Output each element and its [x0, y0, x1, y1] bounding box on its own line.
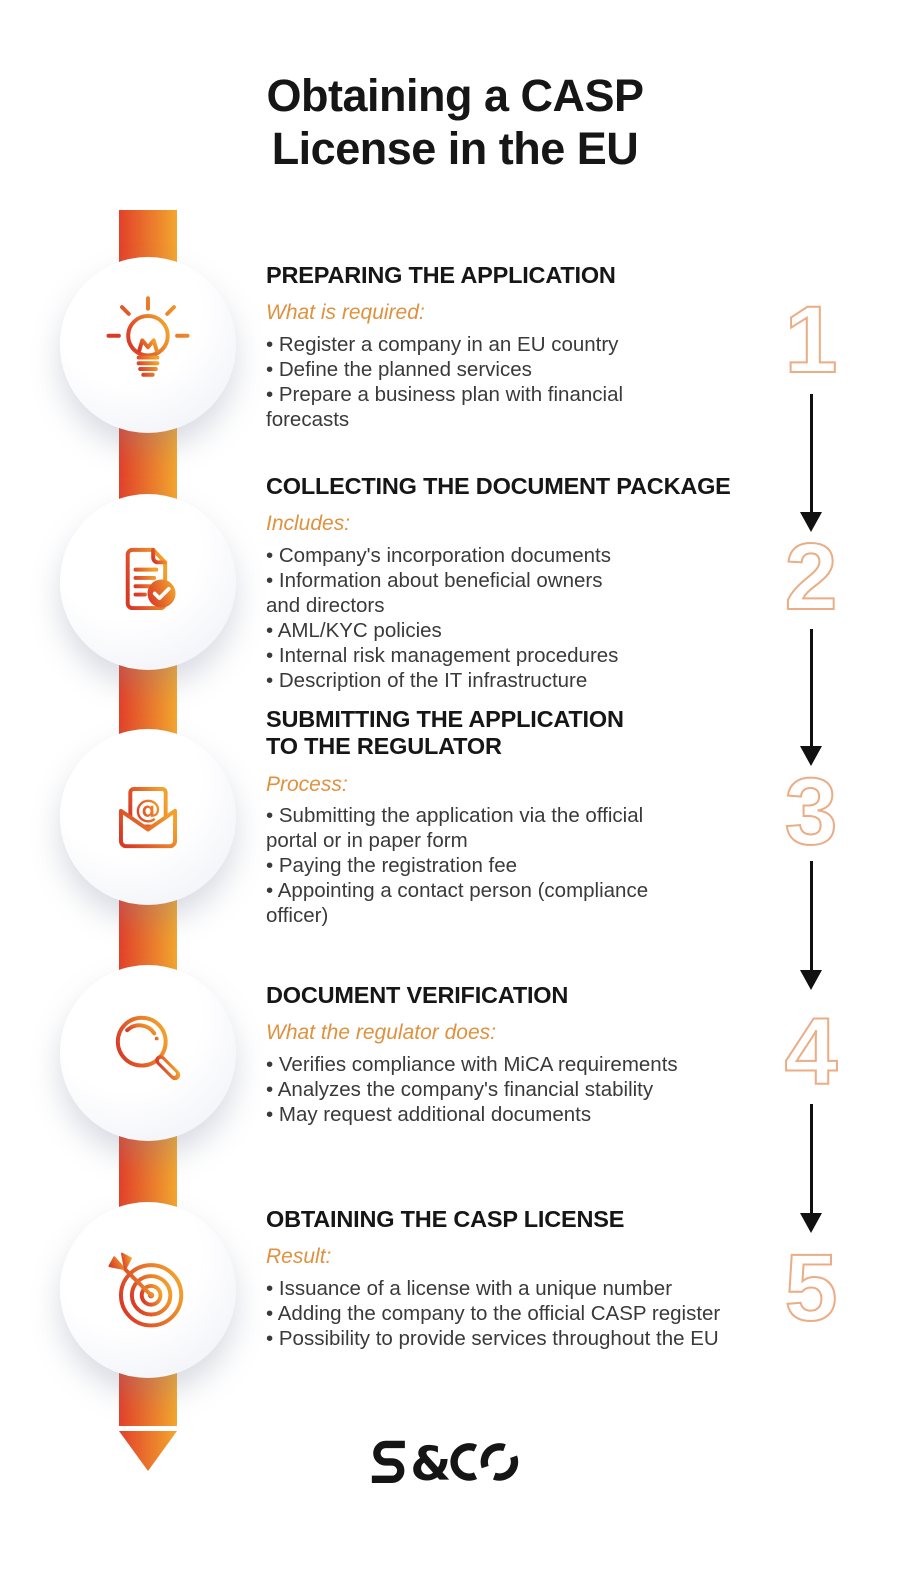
- step-heading-line1: COLLECTING THE DOCUMENT PACKAGE: [266, 473, 731, 499]
- down-arrow-icon: [799, 394, 823, 532]
- step-heading: PREPARING THE APPLICATION: [266, 262, 771, 289]
- logo-letter-o: [480, 1443, 519, 1481]
- step-bullet-line: • Register a company in an EU country: [266, 332, 619, 356]
- step-bullet-line: portal or in paper form: [266, 829, 468, 853]
- step-subtitle: Includes:: [266, 512, 351, 536]
- step-number: 4: [784, 999, 839, 1105]
- step-content: DOCUMENT VERIFICATION What the regulator…: [266, 982, 771, 1127]
- step-bullet-line: • Adding the company to the official CAS…: [266, 1301, 721, 1325]
- down-arrow-icon: [799, 629, 823, 766]
- step-icon-circle: [60, 965, 236, 1141]
- step-bullet-line: and directors: [266, 593, 385, 617]
- step-bullet-line: • Paying the registration fee: [266, 854, 518, 878]
- step-heading-line2: TO THE REGULATOR: [266, 733, 502, 760]
- step-subtitle: What is required:: [266, 301, 425, 325]
- step-bullet-line: • Description of the IT infrastructure: [266, 668, 588, 692]
- step-icon-circle: [60, 257, 236, 433]
- step-number: 5: [784, 1235, 839, 1341]
- page-title-line2: License in the EU: [271, 122, 639, 174]
- envelope-at-icon: @: [96, 763, 200, 872]
- step-icon-circle: @: [60, 729, 236, 905]
- step-bullet-line: forecasts: [266, 407, 350, 431]
- step-bullets: • Issuance of a license with a unique nu…: [266, 1276, 771, 1351]
- logo-letter-c: [450, 1443, 478, 1481]
- step-heading: DOCUMENT VERIFICATION: [266, 982, 771, 1009]
- step-bullet-line: officer): [266, 904, 329, 928]
- svg-text:@: @: [135, 795, 161, 825]
- down-arrow-icon: [799, 1104, 823, 1233]
- step-bullet-line: • May request additional documents: [266, 1102, 592, 1126]
- step-bullet-line: • Submitting the application via the off…: [266, 804, 644, 828]
- step-bullet-line: • Possibility to provide services throug…: [266, 1326, 719, 1350]
- timeline-arrow-icon: [119, 1431, 177, 1471]
- footer-logo: S&CO &: [370, 1437, 526, 1492]
- step-bullet-line: • Define the planned services: [266, 357, 532, 381]
- step-heading: COLLECTING THE DOCUMENT PACKAGE: [266, 473, 771, 500]
- footer-logo-graphic: &: [371, 1438, 519, 1492]
- step-heading-line1: OBTAINING THE CASP LICENSE: [266, 1206, 625, 1232]
- step-content: COLLECTING THE DOCUMENT PACKAGE Includes…: [266, 473, 771, 693]
- step-heading: OBTAINING THE CASP LICENSE: [266, 1206, 771, 1233]
- step-number: 2: [784, 524, 839, 630]
- step-heading-line1: PREPARING THE APPLICATION: [266, 262, 616, 288]
- step-content: PREPARING THE APPLICATION What is requir…: [266, 262, 771, 432]
- step-bullet-line: • Appointing a contact person (complianc…: [266, 879, 649, 903]
- step-bullet-line: • Verifies compliance with MiCA requirem…: [266, 1052, 678, 1076]
- magnifier-icon: [96, 999, 200, 1108]
- step-heading-line1: SUBMITTING THE APPLICATION: [266, 706, 624, 732]
- step-bullet-line: • AML/KYC policies: [266, 618, 442, 642]
- down-arrow-icon: [799, 861, 823, 990]
- logo-letter-s: [371, 1440, 405, 1484]
- document-check-icon: [96, 528, 200, 637]
- step-subtitle: What the regulator does:: [266, 1021, 496, 1045]
- step-heading-line1: DOCUMENT VERIFICATION: [266, 982, 569, 1008]
- step-bullet-line: • Company's incorporation documents: [266, 543, 611, 567]
- step-subtitle: Result:: [266, 1245, 332, 1269]
- step-bullet-line: • Prepare a business plan with financial: [266, 382, 624, 406]
- page-title-line1: Obtaining a CASP: [266, 70, 644, 121]
- step-bullet-line: • Issuance of a license with a unique nu…: [266, 1276, 673, 1300]
- step-bullet-line: • Information about beneficial owners: [266, 568, 603, 592]
- step-bullet-line: • Internal risk management procedures: [266, 643, 619, 667]
- step-bullets: • Company's incorporation documents• Inf…: [266, 543, 771, 693]
- step-bullets: • Submitting the application via the off…: [266, 803, 771, 928]
- target-arrow-icon: [96, 1236, 200, 1345]
- step-content: OBTAINING THE CASP LICENSE Result: • Iss…: [266, 1206, 771, 1351]
- step-icon-circle: [60, 1202, 236, 1378]
- step-bullets: • Verifies compliance with MiCA requirem…: [266, 1052, 771, 1127]
- step-number: 1: [784, 287, 839, 393]
- step-subtitle: Process:: [266, 772, 348, 796]
- step-icon-circle: [60, 494, 236, 670]
- step-bullet-line: • Analyzes the company's financial stabi…: [266, 1077, 654, 1101]
- step-bullets: • Register a company in an EU country• D…: [266, 332, 771, 432]
- logo-ampersand: &: [410, 1438, 451, 1485]
- step-number: 3: [784, 759, 839, 865]
- lightbulb-icon: [96, 291, 200, 400]
